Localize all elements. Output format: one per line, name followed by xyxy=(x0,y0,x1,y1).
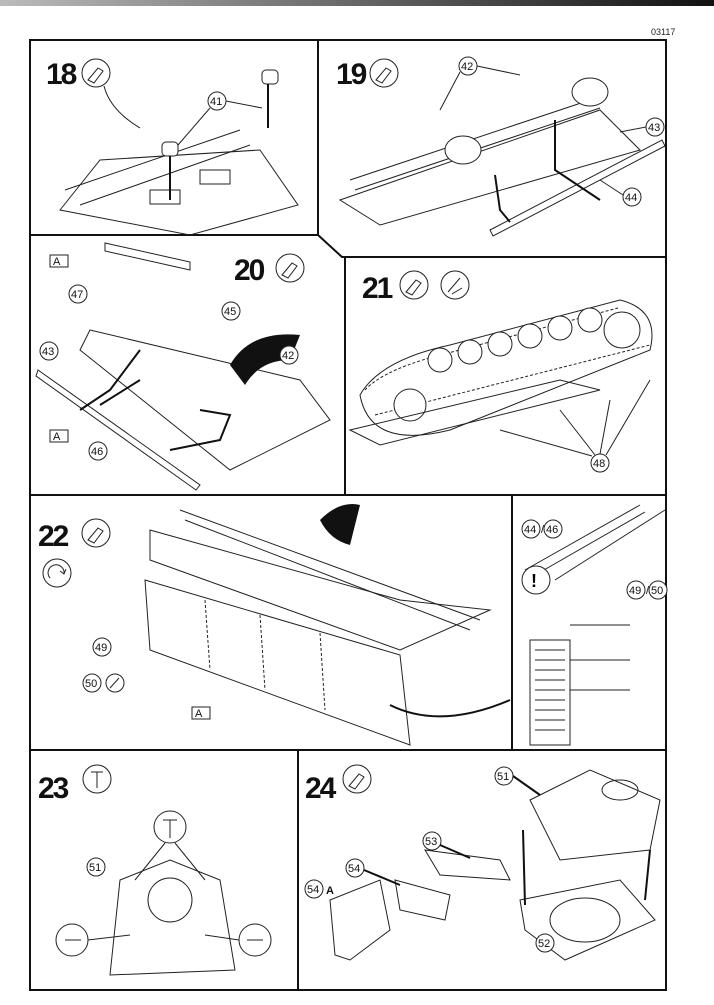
part-number: 54 xyxy=(348,863,360,875)
slash: / xyxy=(541,524,545,536)
part-number: 51 xyxy=(497,771,509,783)
step-22: 22 A 49 50 44 / 46 49 / 50 ! xyxy=(38,504,668,746)
part-number: 47 xyxy=(71,289,83,301)
drill-icon xyxy=(82,764,112,794)
part-number: 46 xyxy=(91,446,103,458)
part-number: 49 xyxy=(95,642,107,654)
drill-icon xyxy=(238,923,272,957)
part-41-lamp xyxy=(161,69,279,200)
part-number: 43 xyxy=(648,122,660,134)
detail-inset: 44 / 46 49 / 50 ! xyxy=(521,504,668,746)
part-number: 44 xyxy=(524,524,536,536)
svg-text:A: A xyxy=(53,256,61,268)
svg-text:!: ! xyxy=(531,571,537,591)
panel-borders xyxy=(29,39,667,991)
drill-icon xyxy=(55,923,89,957)
step-number: 18 xyxy=(46,58,77,91)
part-number: 52 xyxy=(538,938,550,950)
step-18: 18 41 xyxy=(46,58,299,236)
marker-a: A xyxy=(326,885,334,897)
scan-edge xyxy=(0,0,714,6)
step-number: 24 xyxy=(305,772,337,805)
paint-icon xyxy=(440,270,470,300)
part-number: 50 xyxy=(85,678,97,690)
part-callout xyxy=(622,187,642,207)
glue-icon xyxy=(369,58,399,88)
part-number: 43 xyxy=(42,346,54,358)
step-20: 20 A A 47 45 43 42 46 xyxy=(35,242,331,491)
glue-icon xyxy=(81,518,111,548)
glue-icon xyxy=(275,253,305,283)
glue-icon xyxy=(399,270,429,300)
step-21: 21 48 xyxy=(348,270,653,473)
part-number: 41 xyxy=(210,96,222,108)
part-number: 48 xyxy=(593,458,605,470)
step-19: 19 42 43 44 xyxy=(336,56,666,237)
step-24: 24 51 53 54 54 A 52 xyxy=(304,764,661,961)
drill-icon xyxy=(153,810,187,844)
slash: / xyxy=(646,585,650,597)
part-number: 50 xyxy=(651,585,663,597)
warning-icon: ! xyxy=(521,565,551,595)
glue-icon xyxy=(81,58,111,88)
glue-icon xyxy=(342,764,372,794)
marker-a: A xyxy=(49,429,69,443)
svg-text:A: A xyxy=(53,431,61,443)
part-number: 54 xyxy=(307,884,319,896)
rotate-icon xyxy=(42,558,72,588)
part-number: 53 xyxy=(425,836,437,848)
part-number: 42 xyxy=(461,61,473,73)
part-number: 49 xyxy=(629,585,641,597)
part-number: 45 xyxy=(224,306,236,318)
svg-text:A: A xyxy=(195,708,203,720)
paint-icon xyxy=(105,673,125,693)
road-wheels xyxy=(393,307,641,422)
part-number: 46 xyxy=(546,524,558,536)
part-number: 44 xyxy=(625,192,637,204)
step-number: 21 xyxy=(362,272,393,305)
step-number: 20 xyxy=(234,254,265,287)
part-number: 42 xyxy=(282,350,294,362)
step-number: 22 xyxy=(38,520,69,553)
step-number: 19 xyxy=(336,58,367,91)
marker-a: A xyxy=(49,254,69,268)
marker-a: A xyxy=(191,706,211,720)
page-code: 03117 xyxy=(651,27,676,37)
step-23: 23 51 xyxy=(38,764,272,976)
part-number: 51 xyxy=(89,862,101,874)
step-number: 23 xyxy=(38,772,69,805)
